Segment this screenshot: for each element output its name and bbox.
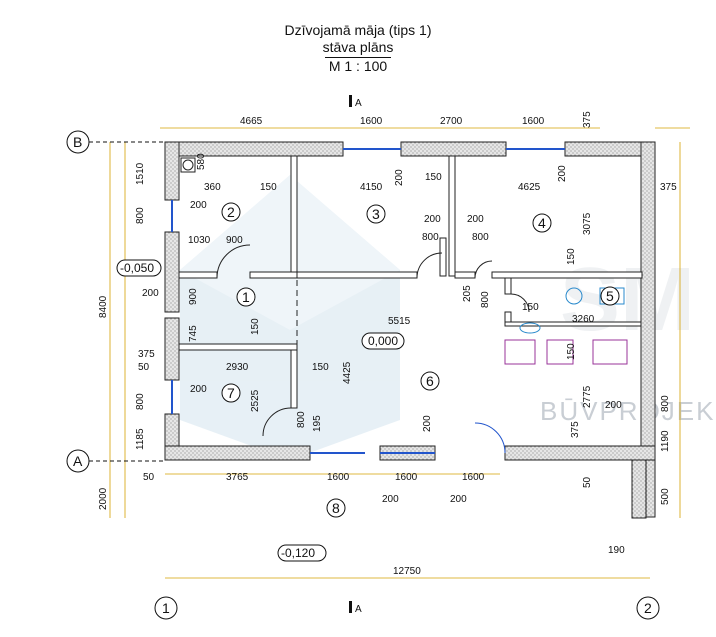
dim-800-b: 800 bbox=[472, 232, 489, 243]
dim-800-c: 800 bbox=[480, 291, 491, 308]
dim-right-500: 500 bbox=[660, 488, 671, 505]
dim-top-4665: 4665 bbox=[240, 116, 263, 127]
dim-800-a: 800 bbox=[422, 232, 439, 243]
dim-200-a: 200 bbox=[190, 200, 207, 211]
level-terrace: -0,120 bbox=[281, 546, 315, 560]
dim-745: 745 bbox=[188, 325, 199, 342]
axis-markers bbox=[66, 130, 660, 620]
dimension-lines bbox=[109, 127, 690, 579]
room-3: 3 bbox=[372, 206, 380, 222]
dim-200-d: 200 bbox=[424, 214, 441, 225]
dim-900-a: 900 bbox=[226, 235, 243, 246]
dim-4425: 4425 bbox=[342, 361, 353, 384]
dim-right-1190: 1190 bbox=[660, 430, 671, 452]
room-1: 1 bbox=[242, 289, 250, 305]
dim-left-1510: 1510 bbox=[135, 162, 146, 185]
dim-150-f: 150 bbox=[312, 362, 329, 373]
dim-top-1600b: 1600 bbox=[522, 116, 545, 127]
dim-5515: 5515 bbox=[388, 316, 411, 327]
dim-375-b: 375 bbox=[570, 421, 581, 438]
level-terrace-box bbox=[277, 544, 327, 562]
dim-bottom-12750: 12750 bbox=[393, 566, 421, 577]
room-6: 6 bbox=[426, 373, 434, 389]
dim-1030: 1030 bbox=[188, 235, 211, 246]
dim-2930: 2930 bbox=[226, 362, 249, 373]
dim-left-800b: 800 bbox=[135, 393, 146, 410]
interior-walls bbox=[178, 155, 643, 409]
dim-200-g: 200 bbox=[190, 384, 207, 395]
dim-left-375: 375 bbox=[138, 349, 155, 360]
dim-200-f: 200 bbox=[142, 288, 159, 299]
dim-200-e: 200 bbox=[467, 214, 484, 225]
dim-580: 580 bbox=[196, 153, 207, 170]
svg-text:SM: SM bbox=[560, 250, 695, 350]
room-5: 5 bbox=[606, 288, 614, 304]
drawing-subtitle: stāva plāns bbox=[322, 39, 394, 55]
dim-800-d: 800 bbox=[296, 411, 307, 428]
dim-195: 195 bbox=[312, 415, 323, 432]
level-entrance-box bbox=[116, 259, 162, 277]
dim-150-d: 150 bbox=[522, 302, 539, 313]
dim-top-2700: 2700 bbox=[440, 116, 463, 127]
dim-right-3075: 3075 bbox=[582, 212, 593, 235]
dim-2775: 2775 bbox=[582, 385, 593, 408]
dim-top-375: 375 bbox=[582, 111, 593, 128]
dim-bottom-1600a: 1600 bbox=[327, 472, 350, 483]
dim-150-g: 150 bbox=[566, 343, 577, 360]
dim-150-c: 150 bbox=[566, 248, 577, 265]
dim-200-c: 200 bbox=[557, 165, 568, 182]
dim-bottom-3765: 3765 bbox=[226, 472, 249, 483]
dim-left-1185: 1185 bbox=[135, 428, 146, 450]
dim-4150: 4150 bbox=[360, 182, 383, 193]
dim-bottom-50: 50 bbox=[143, 472, 155, 483]
dim-3260: 3260 bbox=[572, 314, 595, 325]
room-7: 7 bbox=[227, 385, 235, 401]
doors bbox=[180, 157, 530, 454]
dim-bottom-1600b: 1600 bbox=[395, 472, 418, 483]
level-entrance: -0,050 bbox=[120, 261, 154, 275]
dim-top-1600a: 1600 bbox=[360, 116, 383, 127]
dim-left-2000: 2000 bbox=[98, 487, 109, 510]
dim-150-e: 150 bbox=[250, 318, 261, 335]
windows bbox=[171, 148, 565, 454]
section-label-bottom: A bbox=[355, 604, 362, 615]
axis-a-label: A bbox=[73, 453, 83, 469]
dim-4625: 4625 bbox=[518, 182, 541, 193]
dim-150-a: 150 bbox=[260, 182, 277, 193]
axis-b-label: B bbox=[73, 134, 82, 150]
section-label-top: A bbox=[355, 98, 362, 109]
section-mark-top bbox=[349, 95, 352, 107]
drawing-title: Dzīvojamā māja (tips 1) bbox=[284, 22, 432, 38]
section-mark-bottom bbox=[349, 601, 352, 613]
dim-bottom-1600c: 1600 bbox=[462, 472, 485, 483]
room-8: 8 bbox=[332, 500, 340, 516]
dim-200-k: 200 bbox=[450, 494, 467, 505]
dim-left-800a: 800 bbox=[135, 207, 146, 224]
dim-200-b: 200 bbox=[394, 169, 405, 186]
dim-left-8400: 8400 bbox=[98, 295, 109, 318]
dim-2525: 2525 bbox=[250, 389, 261, 412]
room-2: 2 bbox=[227, 204, 235, 220]
axis-1-label: 1 bbox=[162, 600, 170, 616]
dim-50-b: 50 bbox=[582, 476, 593, 488]
drawing-scale: M 1 : 100 bbox=[0, 57, 716, 74]
level-floor-box bbox=[361, 332, 405, 350]
dim-200-j: 200 bbox=[382, 494, 399, 505]
dim-right-190: 190 bbox=[608, 545, 625, 556]
axis-2-label: 2 bbox=[644, 600, 652, 616]
dim-205: 205 bbox=[462, 285, 473, 302]
dim-200-h: 200 bbox=[605, 400, 622, 411]
dim-200-i: 200 bbox=[422, 415, 433, 432]
room-markers bbox=[221, 202, 620, 518]
dim-left-50: 50 bbox=[138, 362, 150, 373]
dim-900-b: 900 bbox=[188, 288, 199, 305]
dim-360: 360 bbox=[204, 182, 221, 193]
watermark-text: BŪVPROJEK bbox=[540, 396, 716, 426]
dim-150-b: 150 bbox=[425, 172, 442, 183]
level-floor: 0,000 bbox=[368, 334, 398, 348]
room-4: 4 bbox=[538, 215, 546, 231]
dim-right-375: 375 bbox=[660, 182, 677, 193]
dim-right-800: 800 bbox=[660, 395, 671, 412]
